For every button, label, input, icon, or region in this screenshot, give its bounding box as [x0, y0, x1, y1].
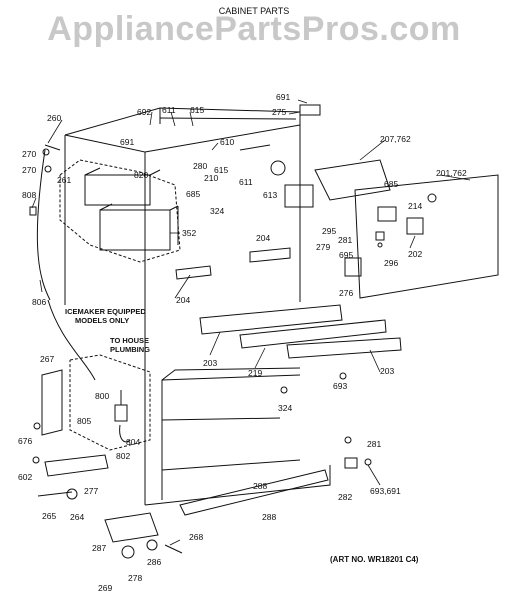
part-label: 611 — [162, 105, 176, 115]
notes: ICEMAKER EQUIPPED MODELS ONLY TO HOUSE P… — [65, 307, 419, 564]
art-number: (ART NO. WR18201 C4) — [330, 555, 419, 564]
part-label: 691 — [276, 92, 290, 102]
bottom-grille — [179, 469, 329, 516]
part-label: 296 — [384, 258, 398, 268]
part-label: 281 — [338, 235, 352, 245]
part-label: 806 — [32, 297, 46, 307]
part-label: 214 — [408, 201, 422, 211]
watermark: AppliancePartsPros.com — [47, 10, 461, 48]
part-label: 279 — [316, 242, 330, 252]
part-label: 613 — [263, 190, 277, 200]
part-label: 277 — [84, 486, 98, 496]
plumbing-note: PLUMBING — [110, 345, 150, 354]
part-label: 615 — [190, 105, 204, 115]
part-label: 282 — [338, 492, 352, 502]
bracket-assembly — [37, 454, 183, 559]
hardware-parts — [29, 104, 385, 469]
part-label: 691 — [120, 137, 134, 147]
part-label: 288 — [253, 481, 267, 491]
part-label: 202 — [408, 249, 422, 259]
part-label: 352 — [182, 228, 196, 238]
part-label: 808 — [22, 190, 36, 200]
part-label: 267 — [40, 354, 54, 364]
plumbing-note: TO HOUSE — [110, 336, 149, 345]
part-label: 268 — [189, 532, 203, 542]
part-label: 611 — [239, 177, 253, 187]
part-label: 685 — [186, 189, 200, 199]
part-label: 676 — [18, 436, 32, 446]
part-label: 270 — [22, 165, 36, 175]
part-label: 286 — [147, 557, 161, 567]
part-label: 207,762 — [380, 134, 411, 144]
part-label: 692 — [137, 107, 151, 117]
part-label: 693,691 — [370, 486, 401, 496]
part-label: 602 — [18, 472, 32, 482]
part-label: 201,762 — [436, 168, 467, 178]
part-label: 276 — [339, 288, 353, 298]
part-label: 204 — [256, 233, 270, 243]
icemaker-region — [59, 159, 181, 451]
icemaker-note: MODELS ONLY — [75, 316, 129, 325]
part-label: 269 — [98, 583, 112, 593]
part-label: 203 — [380, 366, 394, 376]
part-label: 278 — [128, 573, 142, 583]
part-label: 615 — [214, 165, 228, 175]
part-label: 695 — [339, 250, 353, 260]
part-label: 693 — [333, 381, 347, 391]
part-label: 324 — [210, 206, 224, 216]
part-label: 275 — [272, 107, 286, 117]
back-panel — [354, 174, 499, 299]
diagram-title: CABINET PARTS — [218, 6, 290, 16]
part-label: 270 — [22, 149, 36, 159]
leader-lines — [31, 99, 471, 546]
part-label: 820 — [134, 170, 148, 180]
part-label: 203 — [203, 358, 217, 368]
water-valve — [114, 390, 131, 443]
part-labels: 691 275 692 611 615 691 610 615 207,762 … — [18, 92, 467, 593]
part-label: 288 — [262, 512, 276, 522]
control-housing — [239, 144, 391, 208]
part-label: 280 — [193, 161, 207, 171]
side-cover — [41, 369, 63, 436]
part-label: 265 — [42, 511, 56, 521]
part-label: 210 — [204, 173, 218, 183]
cabinet-body — [64, 107, 331, 506]
part-label: 295 — [322, 226, 336, 236]
part-label: 219 — [248, 368, 262, 378]
part-label: 800 — [95, 391, 109, 401]
part-label: 287 — [92, 543, 106, 553]
part-label: 281 — [367, 439, 381, 449]
water-line — [36, 144, 96, 381]
icemaker-note: ICEMAKER EQUIPPED — [65, 307, 146, 316]
part-label: 802 — [116, 451, 130, 461]
part-label: 324 — [278, 403, 292, 413]
part-label: 804 — [126, 437, 140, 447]
part-label: 204 — [176, 295, 190, 305]
mullion-bars — [175, 247, 402, 359]
part-label: 685 — [384, 179, 398, 189]
part-label: 261 — [57, 175, 71, 185]
part-label: 610 — [220, 137, 234, 147]
part-label: 805 — [77, 416, 91, 426]
part-label: 260 — [47, 113, 61, 123]
part-label: 264 — [70, 512, 84, 522]
icemaker — [84, 167, 179, 251]
